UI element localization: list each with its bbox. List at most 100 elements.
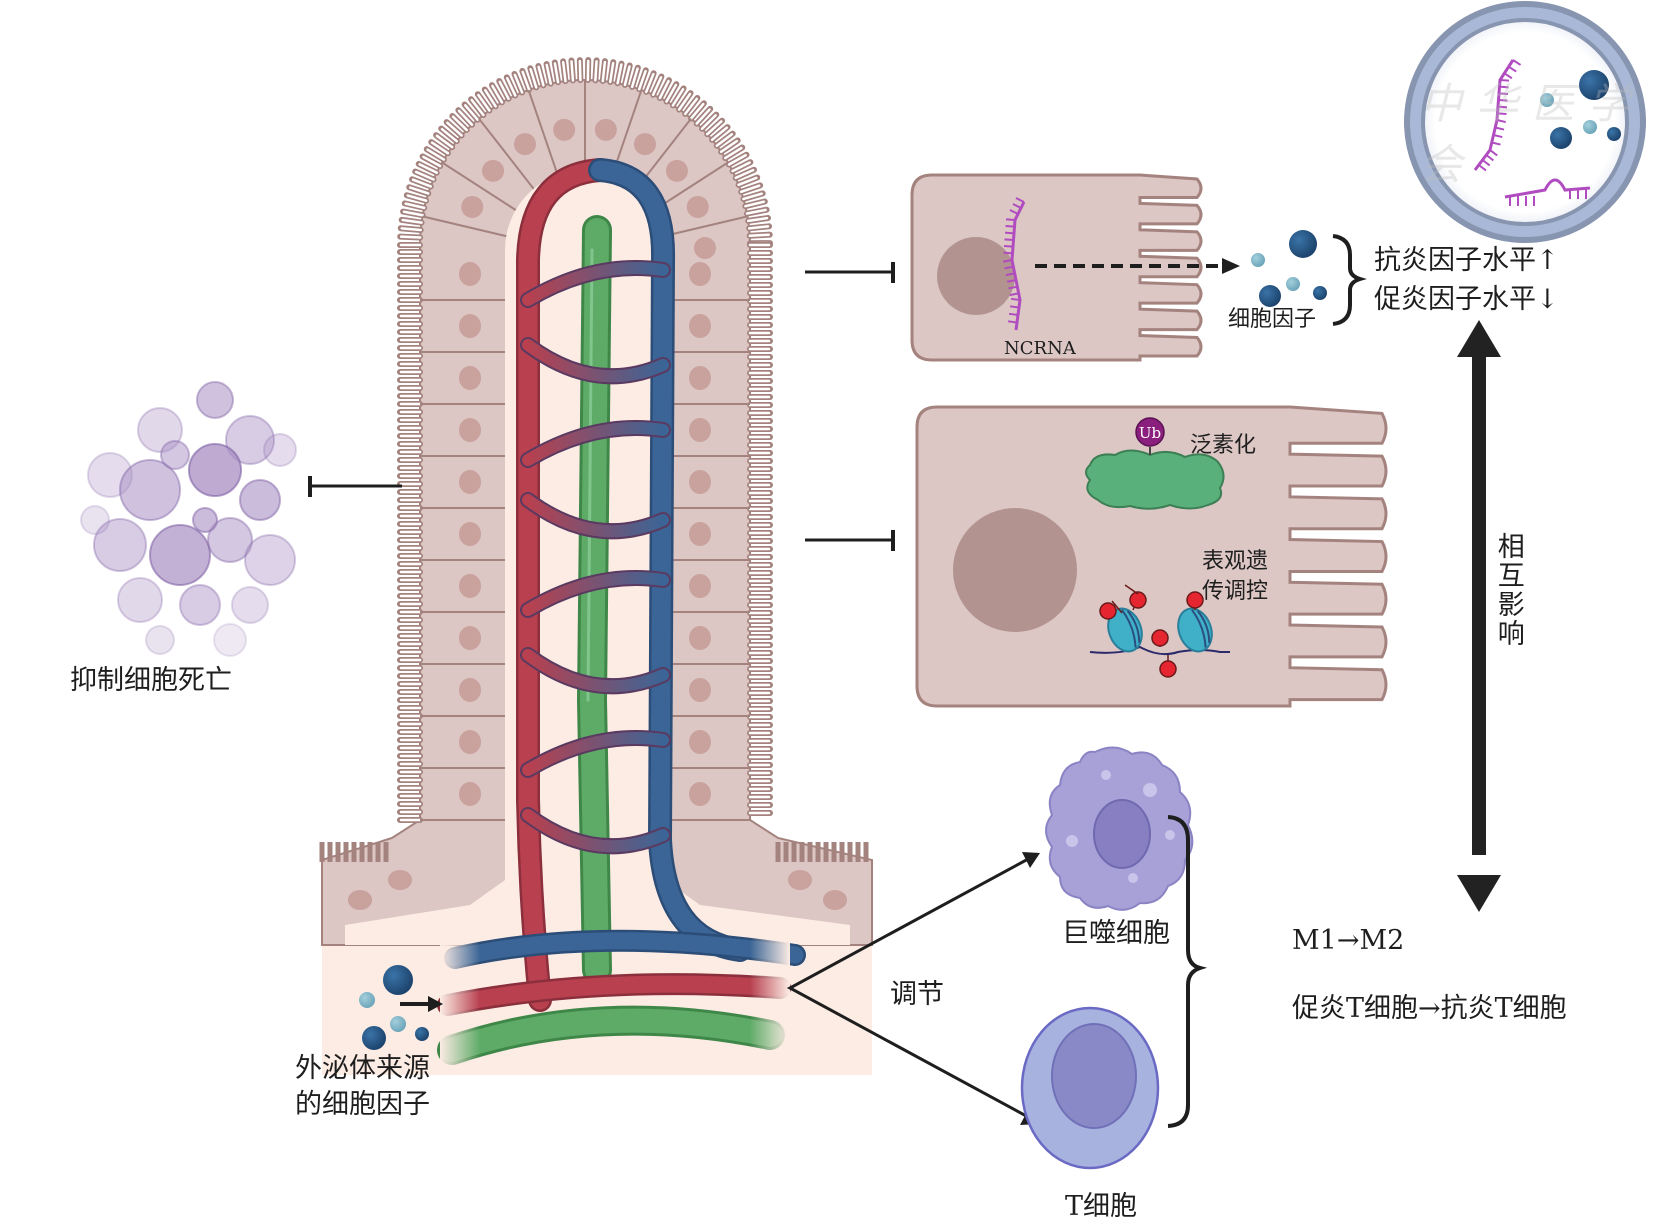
cytokine-dark: [1289, 230, 1317, 258]
cell-nucleus: [937, 237, 1015, 315]
rna-base: [1009, 314, 1018, 315]
cell-nucleus: [953, 508, 1077, 632]
dead-cell-cluster: [81, 382, 296, 656]
rna-base: [1005, 239, 1014, 240]
cell-nucleus: [459, 262, 481, 286]
cytokine-light: [390, 1016, 406, 1032]
cell-nucleus: [666, 160, 688, 182]
cell-nucleus: [459, 314, 481, 338]
rna-base: [1006, 219, 1015, 220]
t-cell-icon: [1022, 1008, 1158, 1168]
label-macrophage: 巨噬细胞: [1062, 917, 1170, 951]
label-inhibit-apoptosis: 抑制细胞死亡: [70, 664, 232, 698]
cytokine-dark: [415, 1027, 429, 1041]
microvillus-gap: [401, 237, 420, 238]
microvillus-gap: [750, 235, 769, 236]
rna-base: [1005, 233, 1014, 234]
label-anti-inflammatory: 抗炎因子水平↑: [1374, 244, 1559, 278]
cell-nucleus: [788, 870, 812, 890]
cell-nucleus: [459, 626, 481, 650]
dead-cell-fragment: [81, 506, 109, 534]
epithelial-cell-ncrna: [912, 175, 1240, 360]
secreted-cytokines: [1251, 230, 1327, 307]
dead-cell-fragment: [161, 441, 189, 469]
cell-nucleus: [687, 196, 709, 218]
label-t-cell-shift: 促炎T细胞→抗炎T细胞: [1292, 992, 1567, 1026]
cytokine-light: [1286, 277, 1300, 291]
rna-base: [1011, 299, 1020, 300]
microvillus-gap: [580, 61, 581, 80]
rna-base: [1008, 321, 1017, 322]
cell-nucleus: [689, 262, 711, 286]
dead-cell-fragment: [180, 585, 220, 625]
dead-cell-fragment: [214, 624, 246, 656]
macrophage-icon: [1046, 747, 1192, 909]
cell-nucleus: [459, 522, 481, 546]
label-pro-inflammatory: 促炎因子水平↓: [1374, 283, 1559, 317]
label-epigenetic-1: 表观遗: [1202, 548, 1268, 576]
cytokine-dark: [1313, 286, 1327, 300]
cell-nucleus: [823, 890, 847, 910]
cytokine-light: [359, 992, 375, 1008]
intestinal-villus: [322, 60, 872, 1075]
cell-nucleus: [694, 237, 716, 259]
inhibition-arrow-apoptosis: [310, 476, 402, 497]
ubiquitin-label: Ub: [1139, 424, 1161, 442]
cell-nucleus: [459, 418, 481, 442]
cell-nucleus: [348, 890, 372, 910]
cell-nucleus: [689, 418, 711, 442]
label-m1-m2: M1→M2: [1292, 924, 1404, 958]
cell-nucleus: [689, 626, 711, 650]
dead-cell-fragment: [189, 444, 241, 496]
dead-cell-fragment: [118, 578, 162, 622]
cytokine-dark: [362, 1026, 386, 1050]
cytokine-dark: [1259, 285, 1281, 307]
dead-cell-fragment: [146, 626, 174, 654]
cell-nucleus: [689, 470, 711, 494]
cytokine-light: [1251, 253, 1265, 267]
cell-nucleus: [388, 870, 412, 890]
cell-nucleus: [514, 133, 536, 155]
dead-cell-fragment: [193, 508, 217, 532]
cell-nucleus: [689, 730, 711, 754]
microvillus-gap: [595, 61, 596, 80]
dead-cell-fragment: [245, 535, 295, 585]
cell-nucleus: [482, 160, 504, 182]
cytokine-dark: [383, 965, 413, 995]
microvillus-gap: [572, 61, 573, 80]
rna-base: [1004, 253, 1013, 254]
cell-nucleus: [459, 366, 481, 390]
cell-nucleus: [461, 196, 483, 218]
cell-nucleus: [689, 574, 711, 598]
cell-nucleus: [689, 314, 711, 338]
dead-cell-fragment: [240, 480, 280, 520]
label-exosome-cytokines-2: 的细胞因子: [295, 1088, 430, 1122]
cell-nucleus: [459, 470, 481, 494]
curly-brace-cytokines: [1333, 236, 1360, 324]
label-ncrna: NCRNA: [1004, 338, 1076, 361]
cell-nucleus: [553, 119, 575, 141]
dead-cell-fragment: [150, 525, 210, 585]
cell-nucleus: [459, 678, 481, 702]
cell-nucleus: [459, 782, 481, 806]
label-ubiquitination: 泛素化: [1190, 432, 1256, 460]
cell-nucleus: [459, 730, 481, 754]
epithelial-cell-regulation: Ub: [917, 407, 1386, 706]
cell-nucleus: [689, 366, 711, 390]
rna-base: [1010, 306, 1019, 307]
rna-base: [1004, 246, 1013, 247]
label-exosome-cytokines-1: 外泌体来源: [295, 1052, 430, 1086]
dead-cell-fragment: [197, 382, 233, 418]
label-epigenetic-2: 传调控: [1202, 578, 1268, 606]
label-t-cell: T细胞: [1065, 1190, 1137, 1224]
cell-nucleus: [595, 119, 617, 141]
label-cytokines: 细胞因子: [1228, 306, 1316, 334]
label-interaction: 相互影响: [1491, 532, 1525, 648]
cell-nucleus: [689, 522, 711, 546]
dead-cell-fragment: [232, 587, 268, 623]
cell-nucleus: [689, 678, 711, 702]
cell-nucleus: [689, 782, 711, 806]
watermark-text: 中华医学会: [1420, 70, 1674, 192]
inhibition-arrow-cell1: [805, 262, 893, 283]
